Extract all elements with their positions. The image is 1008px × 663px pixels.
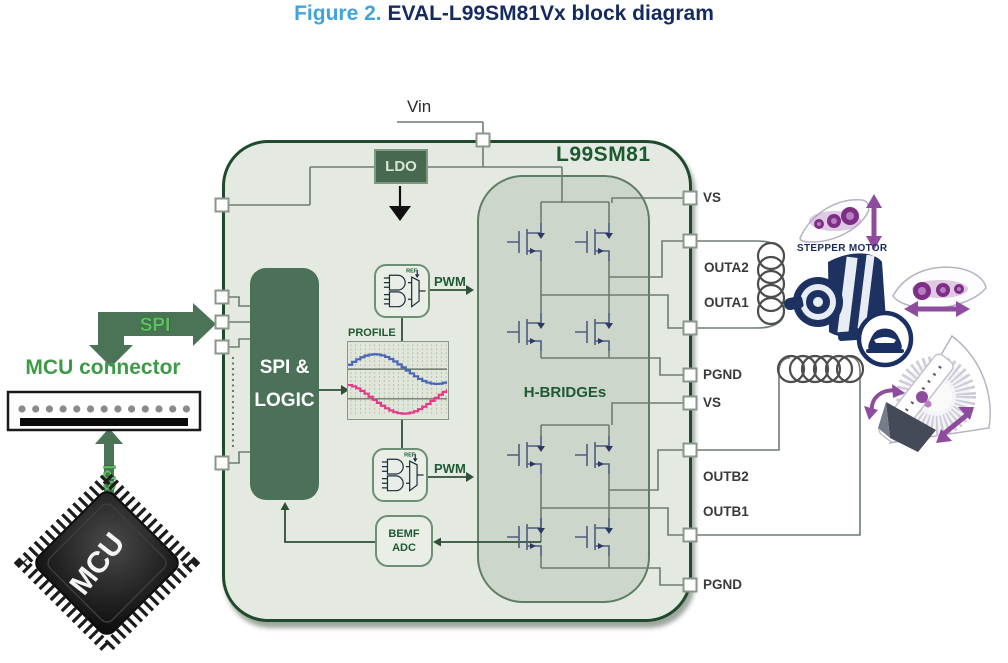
- connector-pins: [18, 405, 190, 413]
- spi-vertical-arrow: SPI: [95, 428, 123, 529]
- ref-label: REF: [404, 452, 416, 458]
- pin-label-outa2: OUTA2: [704, 260, 749, 275]
- pwm-generator-b: REF: [372, 448, 428, 502]
- figure-number: Figure 2.: [294, 2, 382, 25]
- pin-label-pgnd2: PGND: [703, 577, 743, 592]
- headlight-leveling-illustration: [799, 194, 882, 250]
- flap-adjust-arrow: [936, 407, 974, 443]
- h-bridges-label: H-BRIDGEs: [523, 384, 607, 401]
- ldo-label: LDO: [385, 158, 417, 175]
- figure-title: Figure 2. EVAL-L99SM81Vx block diagram: [0, 2, 1008, 26]
- pin-label-outa1: OUTA1: [704, 295, 749, 310]
- pin-label-outb1: OUTB1: [703, 504, 749, 519]
- profile-waveform-box: [347, 341, 449, 420]
- pwm-generator-a: REF: [374, 264, 430, 318]
- mcu-chip: MCU: [13, 469, 201, 657]
- pwm-output-label-b: PWM: [434, 461, 466, 476]
- pin-label-vs1: VS: [703, 190, 722, 205]
- spi-vertical-label: SPI: [102, 465, 119, 491]
- air-flap-illustration: [864, 334, 991, 452]
- pin-label-pgnd1: PGND: [703, 367, 743, 382]
- bemf-label-line1: BEMF: [388, 528, 420, 540]
- headlight-bending-illustration: [892, 266, 987, 317]
- phase-a-coil: [756, 241, 786, 326]
- pwm-output-label-a: PWM: [434, 274, 466, 289]
- stepper-motor-label: STEPPER MOTOR: [797, 243, 888, 254]
- bemf-adc-block: BEMF ADC: [375, 515, 433, 567]
- spi-logic-line2: LOGIC: [254, 389, 315, 411]
- spi-logic-block: SPI & LOGIC: [250, 268, 319, 500]
- stepper-motor-illustration: [784, 253, 886, 342]
- spi-logic-line1: SPI &: [259, 356, 310, 378]
- bemf-label-line2: ADC: [392, 541, 416, 554]
- ref-label: REF: [406, 268, 418, 274]
- mcu-connector-label: MCU connector: [25, 356, 181, 379]
- car-icon: [856, 310, 914, 368]
- spi-bus-label: SPI: [140, 315, 171, 336]
- pin-label-vs2: VS: [703, 395, 722, 410]
- ldo-block: LDO: [374, 149, 428, 184]
- horizontal-adjust-arrow: [904, 301, 970, 317]
- pin-label-outb2: OUTB2: [703, 469, 749, 484]
- vin-label: Vin: [407, 97, 432, 116]
- mcu-connector-strip: [6, 390, 202, 432]
- mcu-chip-label: MCU: [63, 527, 131, 601]
- phase-b-coil: [776, 354, 865, 384]
- vertical-adjust-arrow: [866, 194, 882, 250]
- device-name-label: L99SM81: [556, 143, 651, 166]
- profile-label: PROFILE: [348, 327, 396, 339]
- figure-caption: EVAL-L99SM81Vx block diagram: [387, 2, 714, 25]
